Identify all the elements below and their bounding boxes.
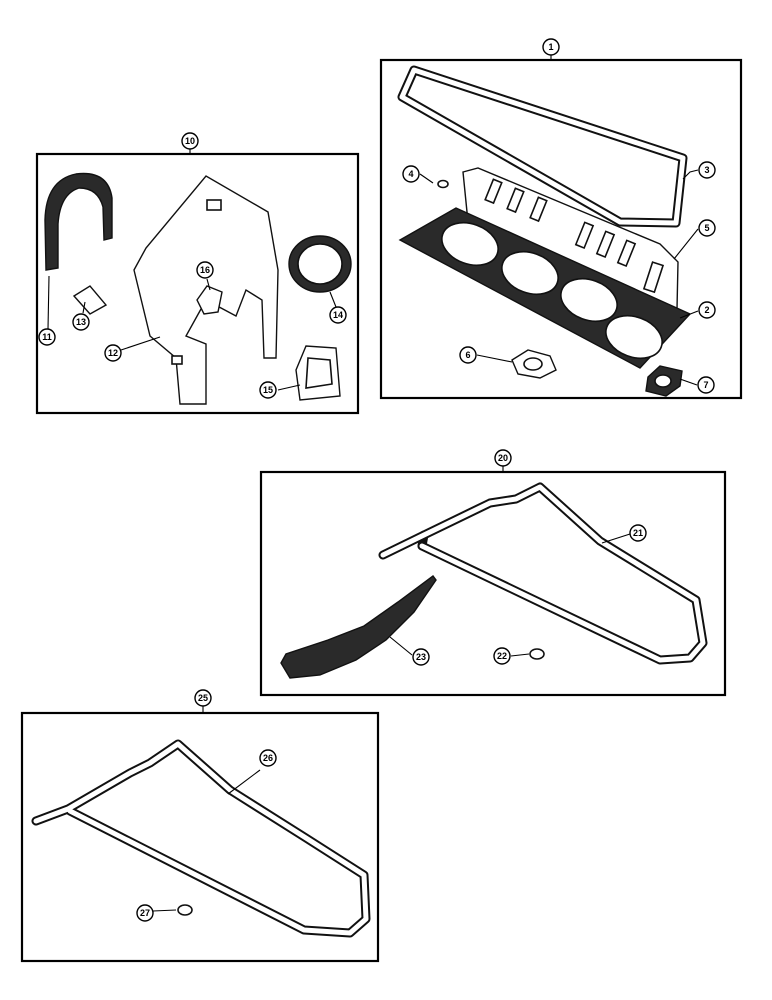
callout-label: 25	[198, 693, 208, 703]
callout-label: 14	[333, 310, 343, 320]
callout-label: 5	[704, 223, 709, 233]
panel-frame	[20, 711, 380, 963]
callout-13: 13	[72, 313, 90, 331]
callout-label: 6	[465, 350, 470, 360]
callout-label: 26	[263, 753, 273, 763]
callout-2: 2	[698, 301, 716, 319]
ring-gasket	[288, 235, 352, 293]
panel-oil-pan-set-alt	[20, 706, 380, 963]
callout-label: 22	[497, 651, 507, 661]
callout-label: 3	[704, 165, 709, 175]
callout-23: 23	[412, 648, 430, 666]
callout-5: 5	[698, 219, 716, 237]
cover-plate-gasket	[196, 285, 223, 315]
callout-label: 27	[140, 908, 150, 918]
washer	[177, 904, 193, 916]
callout-label: 12	[108, 348, 118, 358]
callout-label: 16	[200, 265, 210, 275]
callout-label: 4	[408, 169, 413, 179]
rear-seal-gasket	[44, 172, 113, 271]
callout-label: 7	[703, 380, 708, 390]
panel-head-gasket-set	[379, 55, 743, 400]
callout-6: 6	[459, 346, 477, 364]
panel-oil-pan-set	[259, 465, 727, 697]
callout-7: 7	[697, 376, 715, 394]
callout-label: 13	[76, 317, 86, 327]
callout-label: 2	[704, 305, 709, 315]
callout-label: 11	[42, 332, 52, 342]
callout-27: 27	[136, 904, 154, 922]
callout-label: 10	[185, 136, 195, 146]
callout-15: 15	[259, 381, 277, 399]
callout-14: 14	[329, 306, 347, 324]
oil-pan-gasket	[31, 739, 371, 938]
callout-22: 22	[493, 647, 511, 665]
manifold-gasket	[462, 167, 679, 315]
callout-p20: 20	[494, 449, 512, 467]
callout-16: 16	[196, 261, 214, 279]
oil-pan-gasket	[378, 482, 708, 665]
washer	[529, 648, 545, 660]
callout-label: 21	[633, 528, 643, 538]
callout-21: 21	[629, 524, 647, 542]
washer	[437, 179, 449, 189]
panel-timing-cover-set	[35, 149, 360, 415]
callout-label: 20	[498, 453, 508, 463]
callout-26: 26	[259, 749, 277, 767]
callout-4: 4	[402, 165, 420, 183]
callout-11: 11	[38, 328, 56, 346]
callout-p10: 10	[181, 132, 199, 150]
callout-label: 15	[263, 385, 273, 395]
rocker-cover-gasket	[397, 65, 688, 228]
callout-p25: 25	[194, 689, 212, 707]
callout-label: 23	[416, 652, 426, 662]
callout-3: 3	[698, 161, 716, 179]
callout-12: 12	[104, 344, 122, 362]
callout-label: 1	[548, 42, 553, 52]
callout-p1: 1	[542, 38, 560, 56]
water-pump-gasket	[295, 345, 341, 401]
small-plate-gasket	[72, 285, 108, 315]
front-seal-strip	[280, 575, 437, 679]
